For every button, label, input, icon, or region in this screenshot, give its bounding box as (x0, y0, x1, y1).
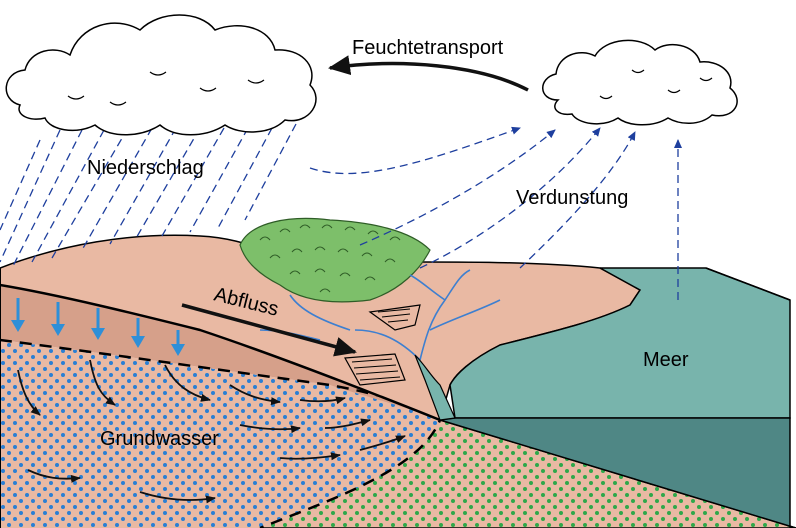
soil-layer (0, 285, 440, 420)
groundwater-label: Grundwasser (100, 428, 219, 450)
evaporation-arrows (309, 126, 682, 300)
infiltration-arrows (11, 298, 185, 356)
precipitation-label: Niederschlag (87, 157, 204, 179)
forest (239, 217, 431, 303)
moisture-transport-label: Feuchtetransport (352, 37, 504, 59)
evaporation-label: Verdunstung (516, 187, 628, 209)
moisture-transport-arrow (328, 55, 529, 92)
sea-top (449, 267, 791, 419)
sea (439, 267, 796, 528)
groundwater-flow-arrows (17, 359, 406, 504)
river-channel (414, 354, 456, 421)
runoff-arrow (181, 303, 357, 357)
precipitation-lines (0, 123, 297, 269)
streams (259, 269, 501, 361)
lake-icon (368, 304, 421, 331)
groundwater-layer (0, 340, 440, 528)
ground (0, 234, 796, 528)
lake-icon (344, 353, 406, 386)
sea-label: Meer (643, 349, 689, 371)
cloud-icon (542, 39, 738, 126)
cloud-icon (5, 14, 317, 136)
